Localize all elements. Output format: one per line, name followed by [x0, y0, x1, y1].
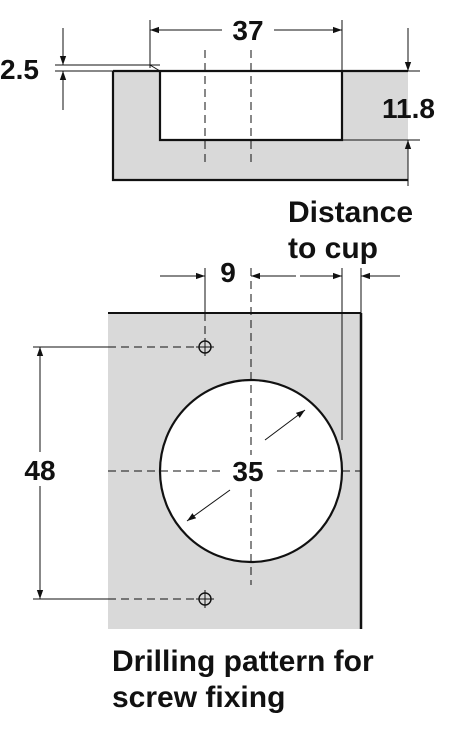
distance-label-line1: Distance [288, 196, 413, 229]
cross-section-view: 37 2.5 11.8 [0, 14, 435, 186]
panel-section [113, 71, 408, 180]
dim-cup-width-label: 37 [232, 15, 263, 46]
drilling-pattern-view: 48 9 35 [18, 257, 400, 629]
dim-line-35-lower [186, 489, 231, 522]
dim-offset-label: 2.5 [0, 54, 39, 85]
caption-line2: screw fixing [112, 681, 286, 714]
dim-cup-diameter-label: 35 [232, 456, 263, 487]
screw-hole-top [196, 338, 214, 356]
screw-hole-bottom [196, 590, 214, 608]
dim-hole-spacing-label: 48 [24, 455, 55, 486]
dim-hole-to-cup-label: 9 [220, 257, 236, 288]
diagram-caption: Drilling pattern for screw fixing [112, 644, 452, 716]
distance-to-cup-label: Distance to cup [288, 196, 413, 265]
caption-line1: Drilling pattern for [112, 645, 374, 678]
dim-line-35-upper [264, 409, 306, 441]
distance-label-line2: to cup [288, 232, 378, 265]
dim-cup-depth-label: 11.8 [382, 93, 435, 124]
